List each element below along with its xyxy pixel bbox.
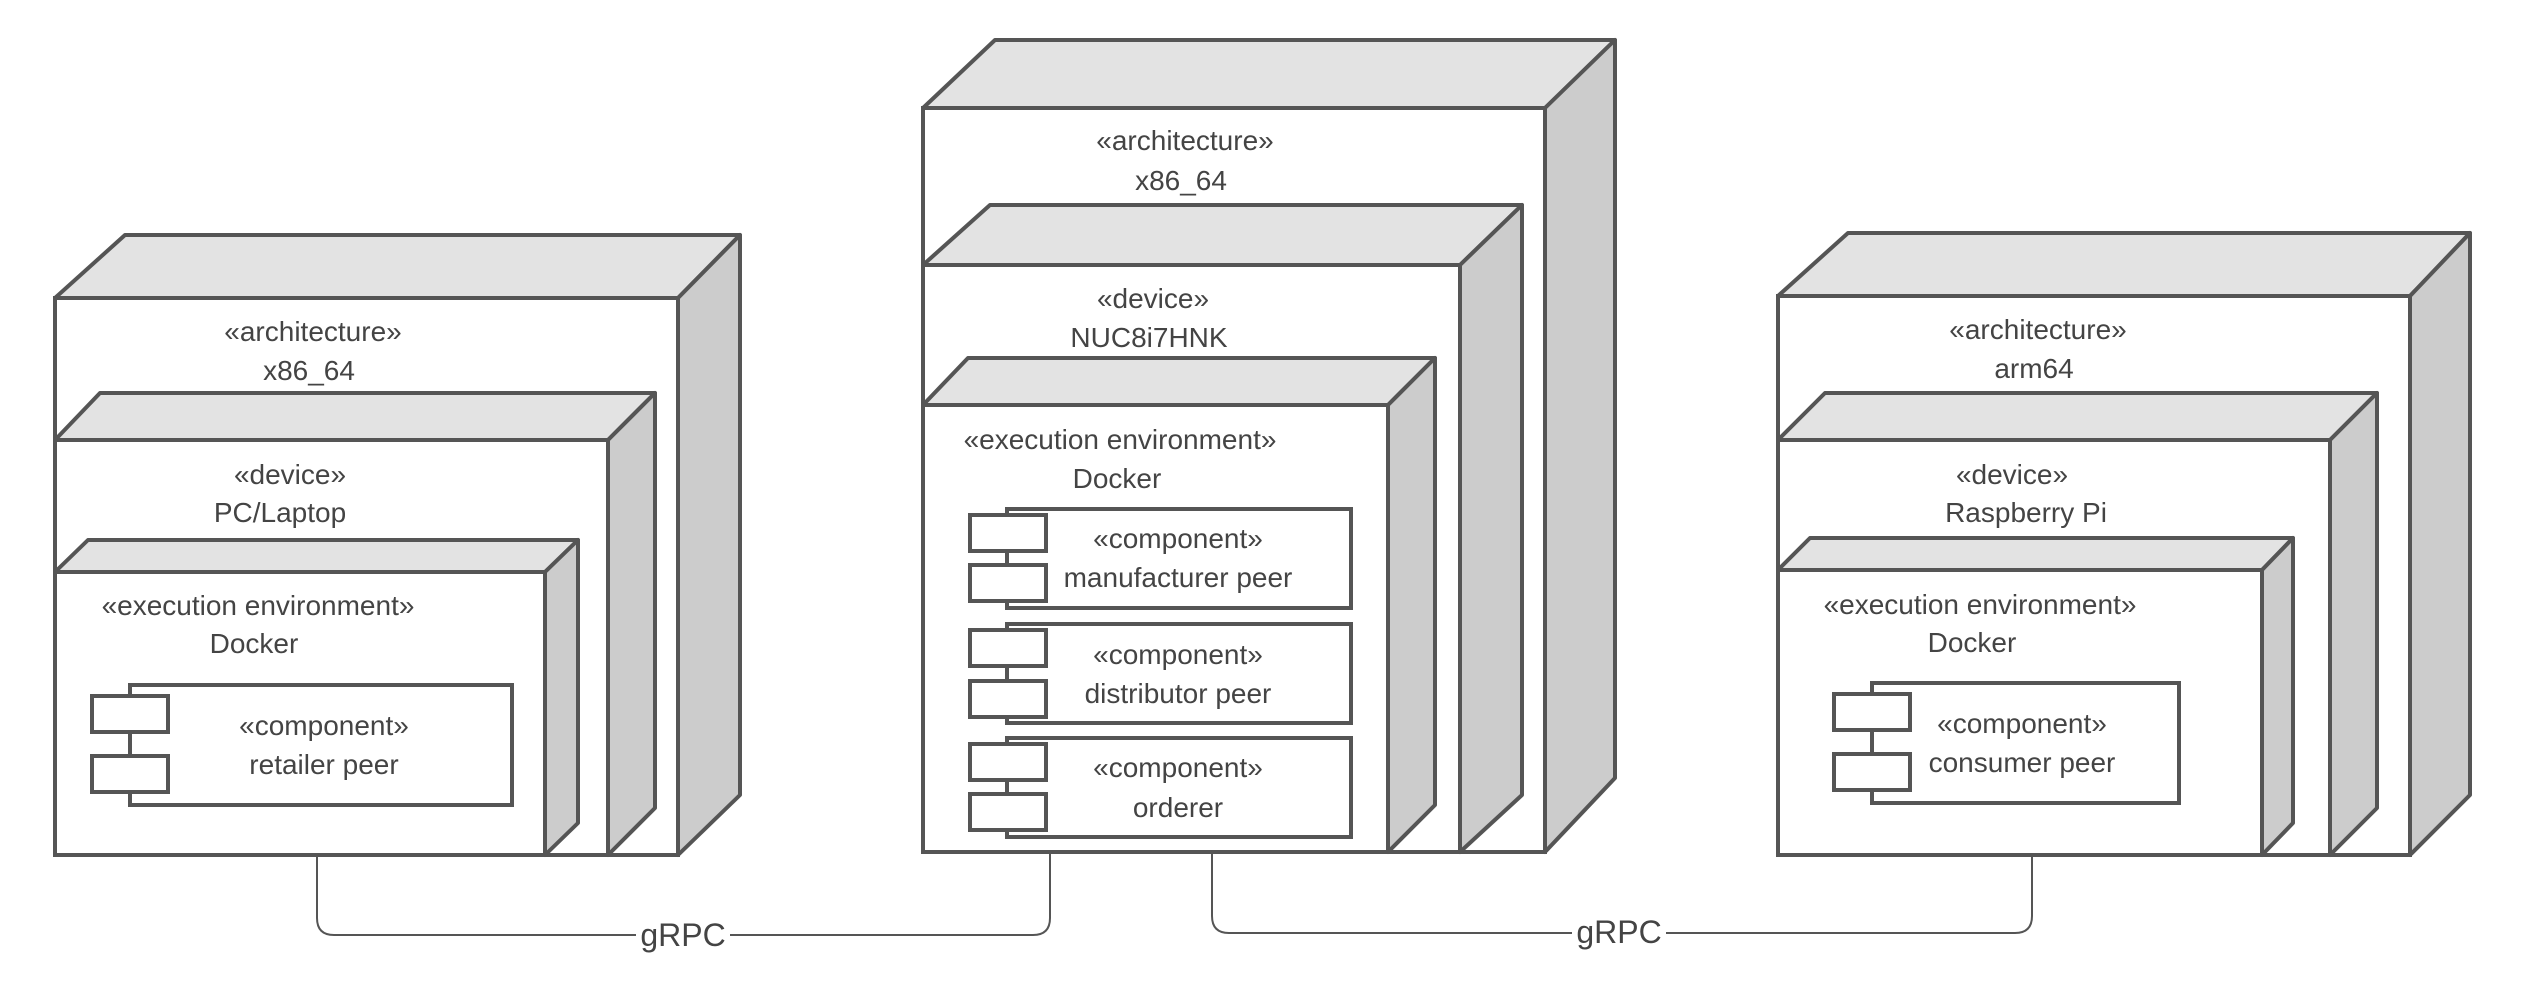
connector-label: gRPC [1576,914,1661,950]
component-icon [968,563,1048,603]
environment-stereotype: «execution environment» [1824,589,2137,620]
device-stereotype: «device» [1097,283,1209,314]
component-consumer-peer[interactable]: «component» consumer peer [1832,681,2181,805]
device-name: NUC8i7HNK [1070,322,1227,353]
component-icon [968,628,1048,668]
connector-left-middle[interactable]: gRPC [316,853,1051,956]
architecture-stereotype: «architecture» [1949,314,2126,345]
component-icon [968,679,1048,719]
component-stereotype: «component» [1093,752,1263,783]
component-icon [1832,692,1912,732]
component-name: orderer [1133,792,1223,823]
architecture-stereotype: «architecture» [1096,125,1273,156]
environment-name: Docker [1073,463,1162,494]
environment-stereotype: «execution environment» [964,424,1277,455]
component-retailer-peer[interactable]: «component» retailer peer [90,683,514,807]
node-left: «architecture» x86_64 «device» PC/Laptop… [53,233,742,857]
component-name: manufacturer peer [1064,562,1293,593]
architecture-name: x86_64 [1135,165,1227,196]
device-stereotype: «device» [234,459,346,490]
architecture-name: arm64 [1994,353,2073,384]
environment-name: Docker [1928,627,2017,658]
component-icon [968,792,1048,832]
device-name: Raspberry Pi [1945,497,2107,528]
device-name: PC/Laptop [214,497,346,528]
connector-middle-right[interactable]: gRPC [1211,853,2033,954]
node-right: «architecture» arm64 «device» Raspberry … [1776,231,2472,857]
node-middle: «architecture» x86_64 «device» NUC8i7HNK… [921,38,1617,854]
component-icon [1832,752,1912,792]
component-orderer[interactable]: «component» orderer [968,736,1353,839]
architecture-stereotype: «architecture» [224,316,401,347]
component-name: consumer peer [1929,747,2116,778]
connector-label: gRPC [640,917,725,953]
environment-stereotype: «execution environment» [102,590,415,621]
component-icon [968,742,1048,782]
component-stereotype: «component» [1093,639,1263,670]
component-stereotype: «component» [1093,523,1263,554]
component-icon [968,513,1048,553]
device-stereotype: «device» [1956,459,2068,490]
component-name: distributor peer [1085,678,1272,709]
environment-name: Docker [210,628,299,659]
component-icon [90,754,170,794]
component-icon [90,694,170,734]
component-manufacturer-peer[interactable]: «component» manufacturer peer [968,507,1353,610]
architecture-name: x86_64 [263,355,355,386]
component-stereotype: «component» [1937,708,2107,739]
component-stereotype: «component» [239,710,409,741]
component-name: retailer peer [249,749,398,780]
component-distributor-peer[interactable]: «component» distributor peer [968,622,1353,725]
